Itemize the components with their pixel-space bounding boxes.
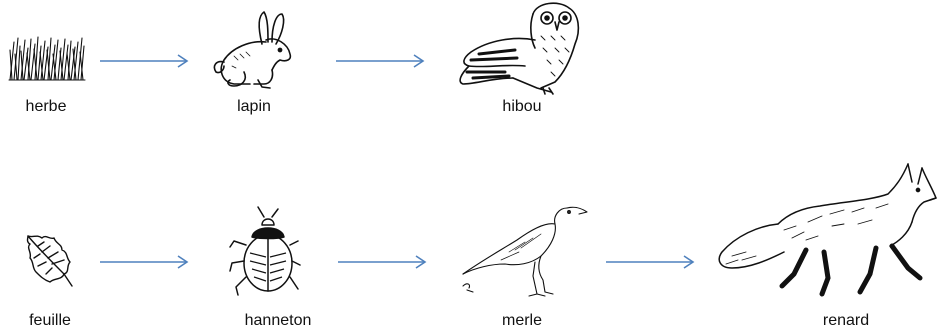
arrow-lapin-hibou [336, 54, 426, 68]
label-hanneton: hanneton [244, 312, 312, 329]
label-renard: renard [822, 312, 870, 329]
label-lapin: lapin [237, 98, 271, 115]
rabbit-icon [210, 10, 300, 92]
label-feuille: feuille [29, 312, 71, 329]
grass-icon [8, 36, 86, 82]
label-herbe: herbe [25, 98, 67, 115]
arrow-herbe-lapin [100, 54, 190, 68]
leaf-icon [20, 230, 76, 290]
label-merle: merle [501, 312, 543, 329]
arrow-hanneton-merle [338, 255, 428, 269]
owl-icon [455, 0, 587, 96]
fox-icon [712, 160, 938, 302]
label-hibou: hibou [502, 98, 542, 115]
arrow-merle-renard [606, 255, 696, 269]
beetle-icon [228, 205, 302, 301]
arrow-feuille-hanneton [100, 255, 190, 269]
blackbird-icon [455, 200, 591, 298]
